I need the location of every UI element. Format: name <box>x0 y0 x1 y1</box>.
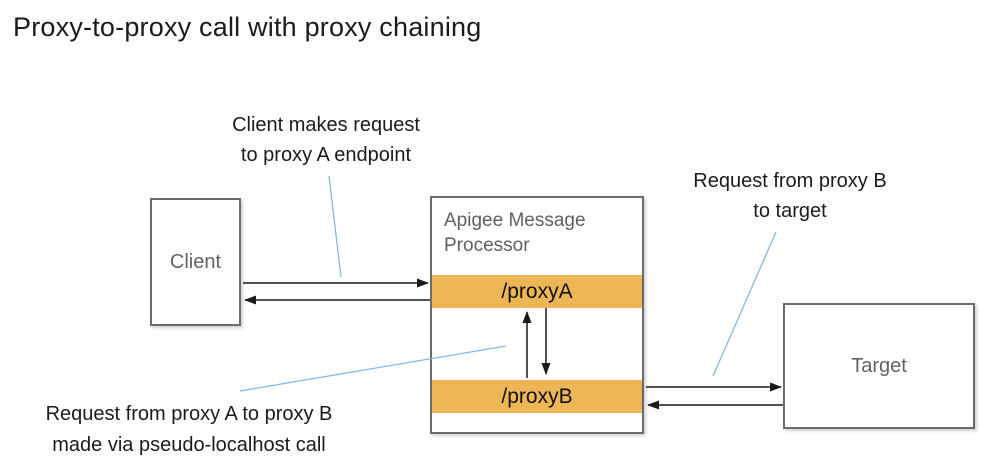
annotation-target-request-line1: Request from proxy B <box>693 170 887 192</box>
message-processor-node: Apigee Message Processor /proxyA /proxyB <box>430 196 644 434</box>
annotation-target-request: Request from proxy B to target <box>668 166 912 226</box>
annotation-client-request: Client makes request to proxy A endpoint <box>200 110 452 170</box>
diagram-title: Proxy-to-proxy call with proxy chaining <box>13 12 482 42</box>
annotation-client-request-line1: Client makes request <box>232 114 420 136</box>
annotation-target-request-line2: to target <box>753 200 827 222</box>
annotation-chain-request-line1: Request from proxy A to proxy B <box>45 403 333 425</box>
proxy-b-bar: /proxyB <box>432 380 642 413</box>
message-processor-title: Apigee Message Processor <box>444 208 586 258</box>
annotation-client-request-line2: to proxy A endpoint <box>240 144 412 166</box>
target-node-label: Target <box>851 354 907 377</box>
proxy-a-bar: /proxyA <box>432 275 642 308</box>
annotation-chain-request-line2: made via pseudo-localhost call <box>52 434 326 456</box>
message-processor-title-line1: Apigee Message <box>444 210 586 231</box>
callout-line-target-request <box>712 231 777 377</box>
target-node: Target <box>783 303 975 429</box>
callout-line-client-request <box>328 175 342 278</box>
message-processor-title-line2: Processor <box>444 235 530 256</box>
client-node-label: Client <box>169 250 222 273</box>
proxy-a-label: /proxyA <box>501 279 573 303</box>
proxy-b-label: /proxyB <box>501 384 573 408</box>
annotation-chain-request: Request from proxy A to proxy B made via… <box>20 399 358 461</box>
client-node: Client <box>150 198 241 326</box>
